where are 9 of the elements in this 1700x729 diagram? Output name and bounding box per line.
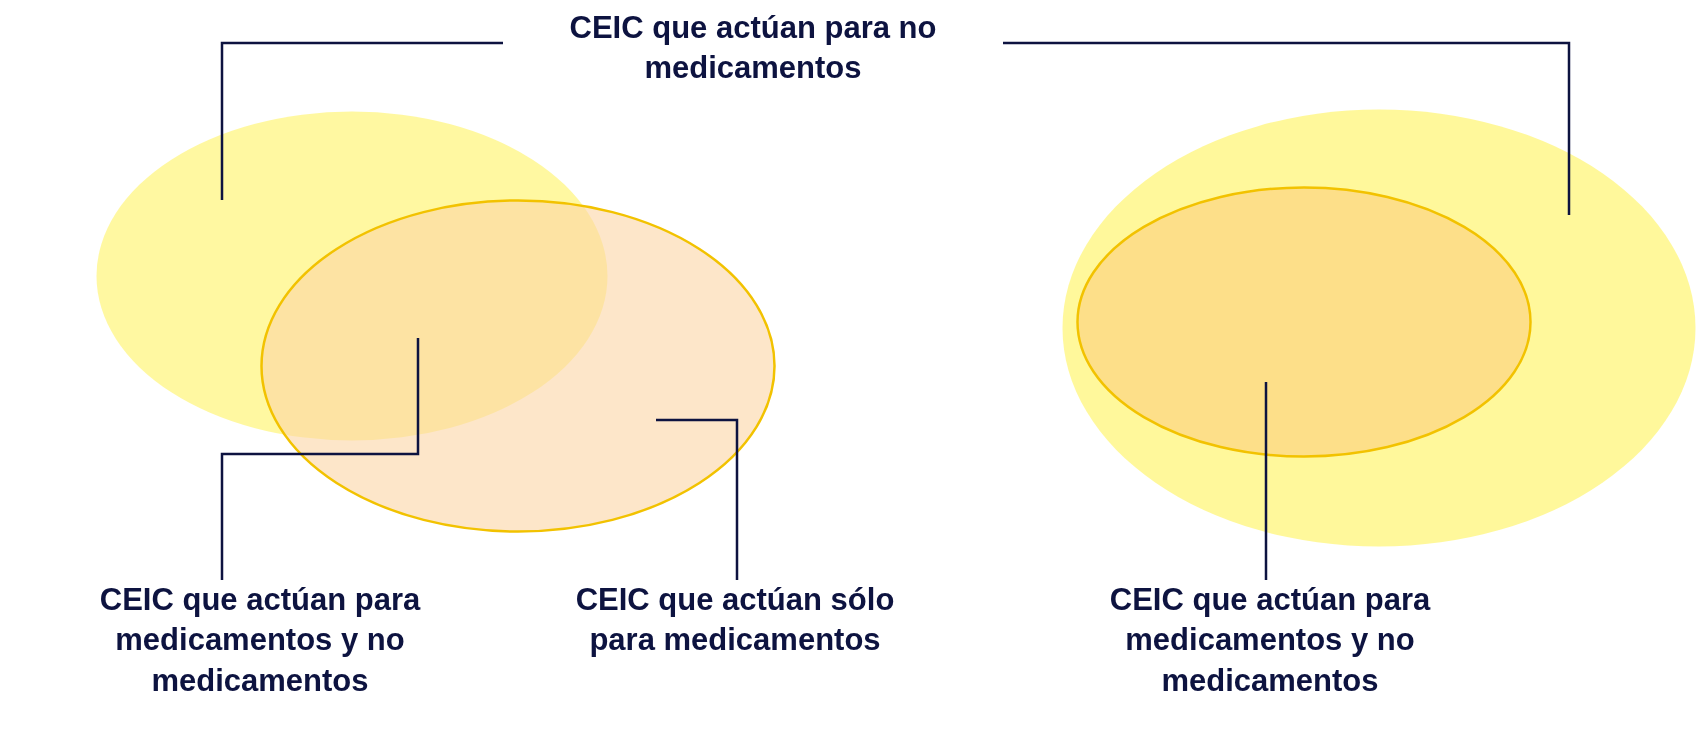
leader-line [220, 338, 420, 580]
leader-line [1003, 41, 1571, 215]
callout-label: CEIC que actúan para medicamentos y no medicamentos [1050, 580, 1490, 720]
callout-label: CEIC que actúan para no medicamentos [503, 8, 1003, 103]
leader-line [656, 418, 739, 580]
callout-label: CEIC que actúan para medicamentos y no medicamentos [50, 580, 470, 720]
leader-line [220, 41, 503, 200]
leader-line [1264, 382, 1268, 580]
callout-label: CEIC que actúan sólo para medicamentos [565, 580, 905, 720]
